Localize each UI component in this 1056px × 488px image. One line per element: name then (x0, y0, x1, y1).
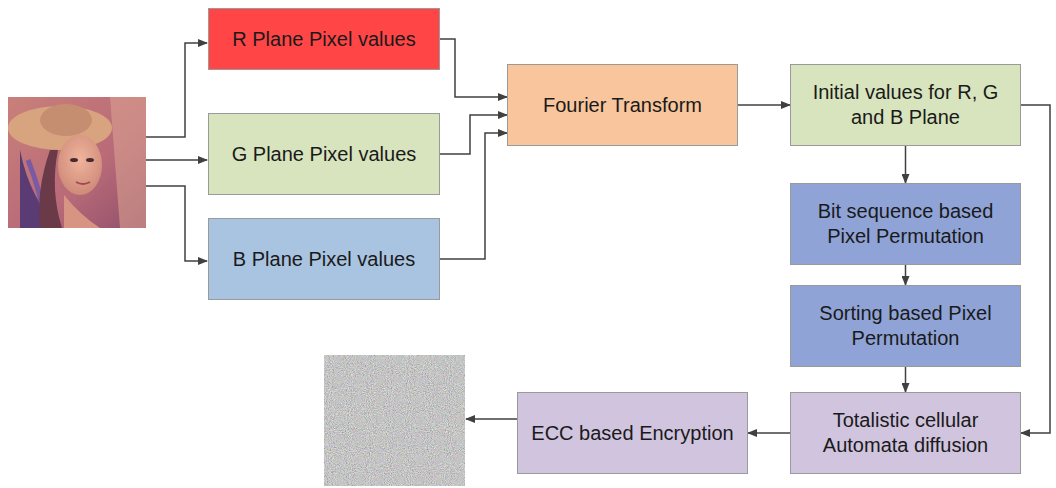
box-label: Totalistic cellular Automata diffusion (801, 408, 1010, 458)
box-label: Initial values for R, G and B Plane (801, 80, 1010, 130)
process-box: Bit sequence based Pixel Permutation (790, 183, 1021, 265)
flow-arrow (738, 104, 790, 106)
box-label: G Plane Pixel values (232, 142, 417, 167)
box-label: R Plane Pixel values (232, 27, 415, 52)
process-box: B Plane Pixel values (208, 218, 440, 300)
flow-arrow (1021, 105, 1050, 433)
box-label: Fourier Transform (543, 93, 702, 118)
process-box: Totalistic cellular Automata diffusion (790, 392, 1021, 474)
box-label: ECC based Encryption (531, 421, 733, 446)
process-box: R Plane Pixel values (208, 8, 440, 70)
process-box: G Plane Pixel values (208, 113, 440, 195)
box-label: Bit sequence based Pixel Permutation (801, 199, 1010, 249)
box-label: Sorting based Pixel Permutation (801, 301, 1010, 351)
process-box: ECC based Encryption (517, 392, 748, 474)
flow-arrow (905, 265, 907, 285)
process-box: Initial values for R, G and B Plane (790, 64, 1021, 146)
input-image (8, 97, 146, 228)
flow-arrow (440, 133, 507, 259)
flow-arrow (905, 146, 907, 183)
flow-arrow (905, 367, 907, 392)
encrypted-image (324, 355, 465, 486)
flow-arrow (440, 39, 507, 97)
box-label: B Plane Pixel values (233, 247, 415, 272)
process-box: Fourier Transform (507, 64, 738, 146)
flow-arrow (440, 115, 507, 154)
process-box: Sorting based Pixel Permutation (790, 285, 1021, 367)
flow-arrow (748, 432, 790, 434)
